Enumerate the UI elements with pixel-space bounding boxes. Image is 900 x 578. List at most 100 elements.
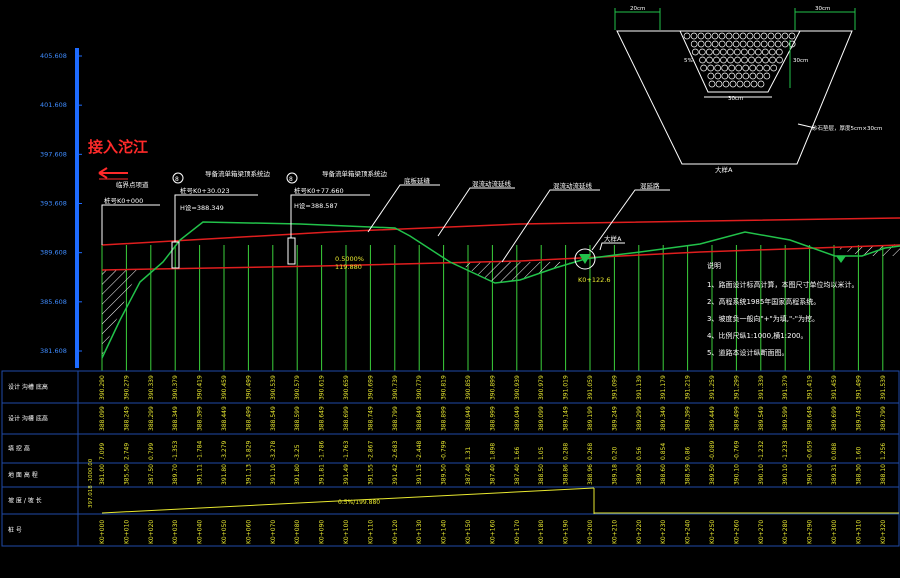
gravel-stone [707, 72, 715, 80]
table-cell: 388.59 [685, 464, 692, 485]
ground-line [101, 221, 900, 359]
table-cell: 7.099 [99, 443, 106, 460]
gravel-stone [742, 64, 750, 72]
annot-a1: 底板延缝 [404, 176, 431, 185]
table-cell: 1.66 [514, 446, 521, 460]
elevation-label: 393.608 [40, 200, 67, 208]
table-cell: 390.739 [392, 375, 399, 400]
table-cell: 0.288 [563, 443, 570, 460]
gravel-stone [704, 32, 712, 40]
table-cell: -1.353 [172, 440, 179, 460]
gravel-stone [683, 32, 691, 40]
gravel-stone [729, 80, 737, 88]
table-cell: 390.659 [343, 375, 350, 400]
table-cell: 390.979 [538, 375, 545, 400]
gravel-stone [748, 56, 755, 64]
table-cell: -3.829 [245, 440, 252, 460]
detail-marker-circle [574, 248, 596, 270]
gravel-stone [762, 56, 769, 64]
station-label: K0+230 [660, 520, 667, 544]
table-cell: 389.149 [563, 406, 570, 431]
table-cell: 391.42 [392, 464, 399, 485]
table-cell: 391.339 [758, 375, 765, 400]
table-cell: 389.699 [831, 406, 838, 431]
xs-note: 砂石垫层，厚度5cm×30cm [812, 124, 882, 132]
table-cell: 391.499 [855, 375, 862, 400]
table-cell: -0.769 [733, 440, 740, 460]
table-row-label: 设计 沟槽 底高 [8, 383, 48, 391]
elevation-label: 389.608 [40, 249, 67, 257]
gravel-stone [726, 48, 734, 56]
table-cell: 388.60 [660, 464, 667, 485]
gravel-fill [683, 32, 796, 88]
gravel-stone [769, 56, 776, 64]
fill-hatch-mid [458, 262, 570, 283]
xs-top-left: 20cm [630, 6, 645, 12]
table-cell: -1.233 [782, 440, 789, 460]
station-label: K0+110 [367, 520, 374, 544]
table-cell: 389.499 [733, 406, 740, 431]
table-cell: 390.939 [514, 375, 521, 400]
table-cell: 390.10 [758, 464, 765, 485]
station-label: K0+000 [99, 520, 106, 544]
table-cell: 391.299 [733, 375, 740, 400]
table-cell: 391.019 [563, 375, 570, 400]
table-frame [1, 370, 900, 547]
slope-row-line [101, 487, 595, 514]
annot-a2: 混流动流延线 [472, 179, 512, 188]
gravel-stone [697, 40, 705, 48]
marker2-circle-text: 8 [289, 176, 293, 183]
slope-row-text: 0.5%/199.880 [338, 499, 380, 506]
gravel-stone [720, 56, 727, 64]
gravel-stone [699, 56, 706, 64]
gravel-stone [746, 32, 754, 40]
table-cell: 388.099 [99, 406, 106, 431]
table-cell: 1.05 [538, 446, 545, 460]
gravel-stone [704, 40, 712, 48]
gravel-stone [725, 32, 733, 40]
table-cell: -3.279 [221, 440, 228, 460]
gravel-stone [763, 64, 771, 72]
station-label: K0+260 [733, 520, 740, 544]
table-row-label: 设计 沟槽 底高 [8, 415, 48, 423]
gravel-stone [728, 64, 736, 72]
station-label: K0+130 [416, 520, 423, 544]
slope-length: 119.880 [335, 263, 362, 271]
gravel-stone [750, 80, 758, 88]
table-cell: 388.349 [172, 406, 179, 431]
table-cell: -0.659 [807, 440, 814, 460]
gravel-stone [781, 32, 789, 40]
table-cell: 388.499 [245, 406, 252, 431]
gravel-stone [714, 64, 722, 72]
table-cell: -3.25 [294, 444, 301, 460]
gravel-stone [690, 32, 698, 40]
table-cell: 388.799 [392, 406, 399, 431]
table-cell: 389.049 [514, 406, 521, 431]
notes-item-2: 2、高程系统1985年国家高程系统。 [707, 297, 820, 306]
table-cell: 391.219 [685, 375, 692, 400]
gravel-stone [732, 32, 740, 40]
slope-row-left: 397.018 -1000.00 [88, 458, 94, 508]
leader-lines [101, 184, 670, 263]
detail-marker-triangle-2 [836, 256, 846, 263]
gravel-stone [700, 64, 708, 72]
table-cell: 391.139 [636, 375, 643, 400]
gravel-stone [718, 32, 726, 40]
gravel-stone [708, 80, 716, 88]
station-label: K0+020 [148, 520, 155, 544]
table-cell: 388.86 [563, 464, 570, 485]
table-cell: 389.599 [782, 406, 789, 431]
marker2-line2: H设=388.587 [294, 201, 338, 210]
table-cell: 389.749 [855, 406, 862, 431]
station-label: K0+280 [782, 520, 789, 544]
gravel-stone [736, 80, 744, 88]
table-cell: 389.249 [611, 406, 618, 431]
station-label: K0+150 [465, 520, 472, 544]
xs-depth: 30cm [793, 58, 808, 64]
station-label: K0+090 [319, 520, 326, 544]
gravel-stone [767, 40, 775, 48]
fill-hatch-left [102, 270, 138, 356]
table-cell: 389.31 [831, 464, 838, 485]
gravel-stone [770, 64, 778, 72]
